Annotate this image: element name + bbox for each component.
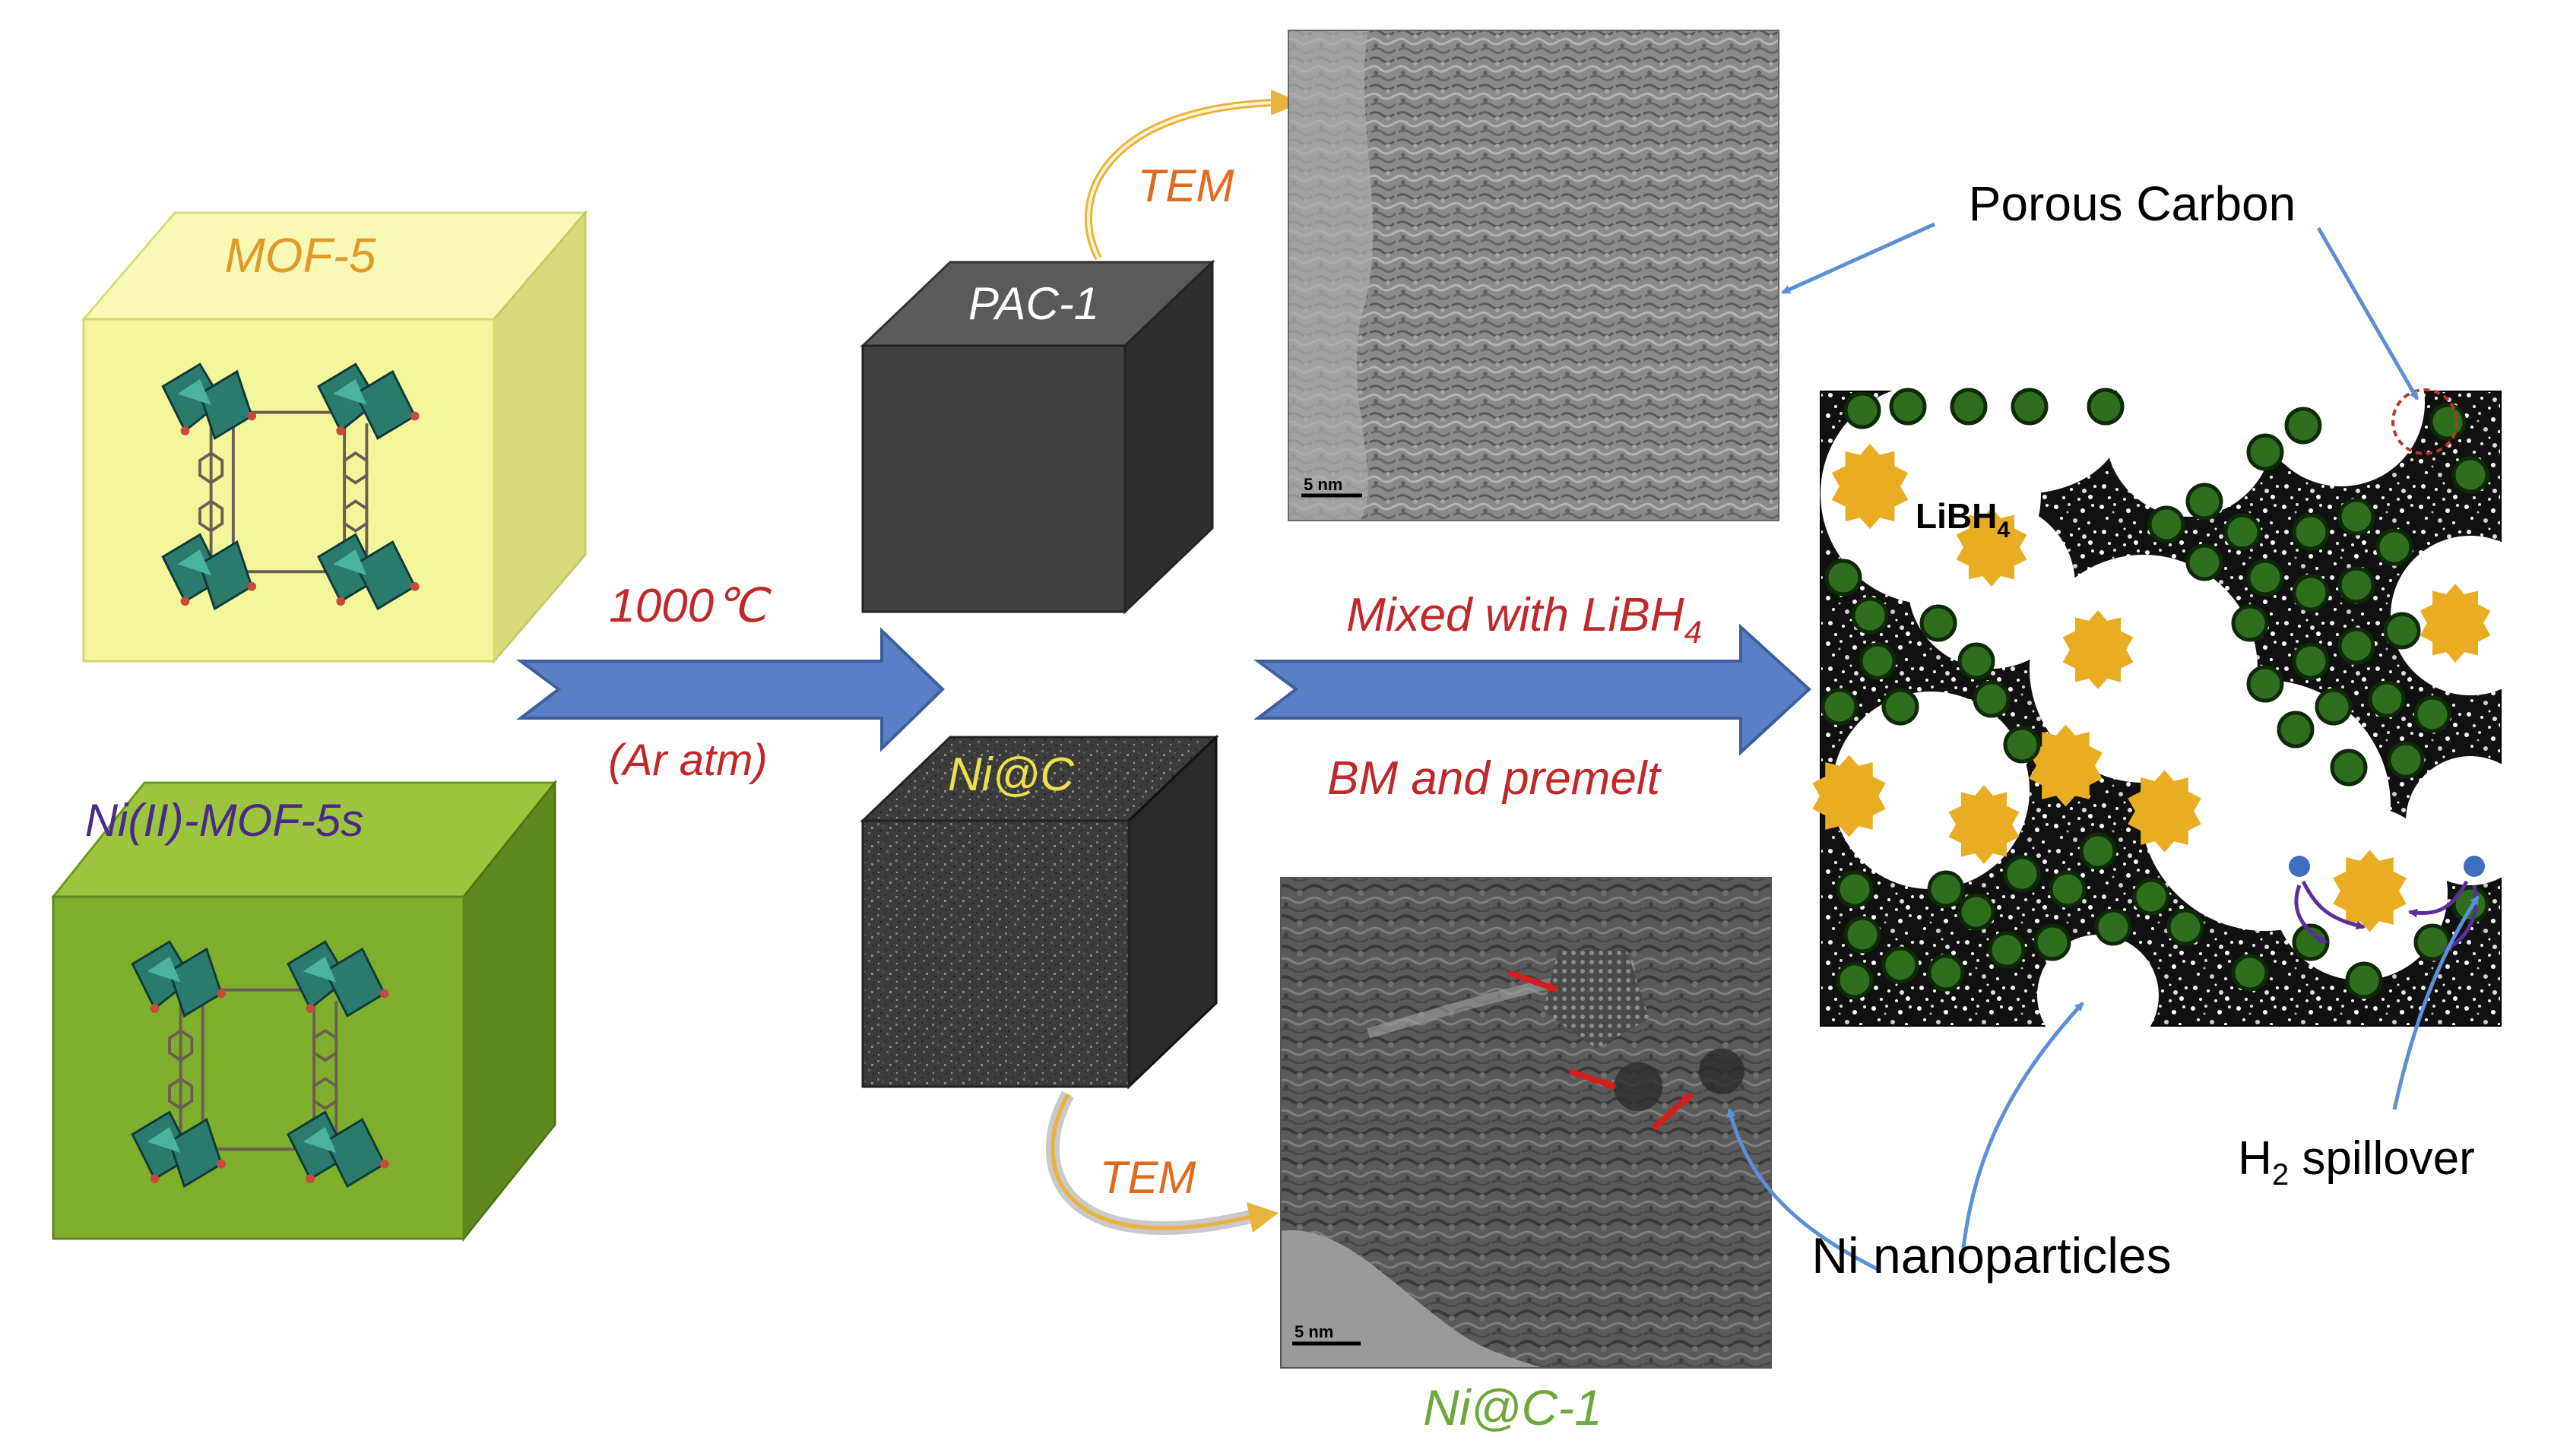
red-arrow-3 [1651,1092,1694,1131]
ni-mof5s-cube: Ni(II)-MOF-5s [50,779,558,1242]
ni-nanoparticle-lattice [1543,950,1649,1049]
pointer-porous-to-panel [2316,226,2419,400]
tem-arrow-bottom [1045,1090,1279,1236]
temperature-label: 1000℃ [609,580,772,632]
libh4-label: LiBH4 [1916,496,2010,543]
mof5-cube: MOF-5 [81,209,588,665]
atmosphere-label: (Ar atm) [608,736,767,785]
carbonization-arrow [515,627,945,752]
pointer-ni-to-tem [1726,1108,1879,1271]
tem-label-bottom: TEM [1100,1152,1196,1203]
pointer-h2-to-panel [2392,895,2480,1110]
tem-arrow-top [1085,90,1301,261]
scale-label-bottom: 5 nm [1295,1322,1333,1341]
nic-cube: Ni@C [860,734,1219,1090]
mixing-arrow [1253,623,1811,756]
pointer-ni-to-panel [1959,1002,2084,1270]
pac1-cube: PAC-1 [860,259,1215,615]
pointer-lines [1726,222,2480,1271]
scale-label-top: 5 nm [1304,475,1342,494]
red-arrow-1 [1507,970,1558,992]
composite-panel: LiBH4 [1812,319,2550,1056]
ni-mof5s-label: Ni(II)-MOF-5s [85,795,364,846]
h2-spillover-label: H2 spillover [2238,1132,2475,1192]
ni-nanoparticles-label: Ni nanoparticles [1811,1227,2171,1283]
nic-label: Ni@C [948,749,1075,801]
ni-nanoparticles [1821,388,2489,999]
red-arrow-2 [1568,1068,1617,1090]
mixing-label: Mixed with LiBH4 [1346,589,1702,650]
highlight-circle [2391,388,2458,455]
tem-image-nic1: 5 nm [1280,877,1772,1369]
tem-label-top: TEM [1138,160,1234,211]
pointer-porous-to-tem [1781,222,1936,295]
nic1-label: Ni@C-1 [1423,1379,1602,1435]
pac1-label: PAC-1 [968,278,1099,329]
ball-milling-label: BM and premelt [1327,752,1662,805]
mof5-label: MOF-5 [224,228,376,283]
tem-image-pac1: 5 nm [1288,30,1779,521]
porous-carbon-label: Porous Carbon [1969,176,2296,231]
